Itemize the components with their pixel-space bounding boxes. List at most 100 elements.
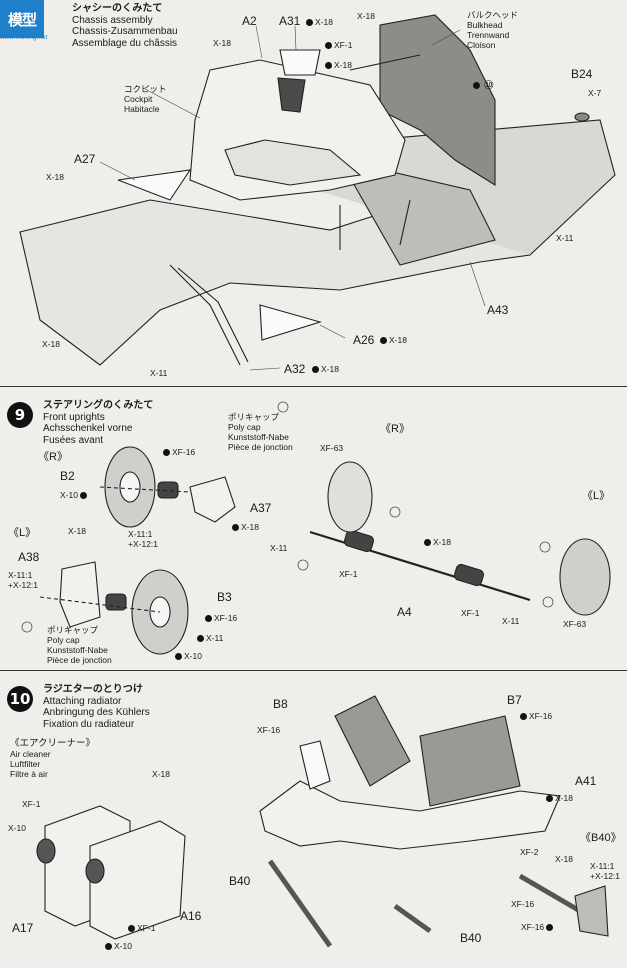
label-r-right: 《R》 (380, 423, 410, 435)
part-label-a43: A43 (487, 303, 509, 317)
part-label-a31: A31 (279, 14, 301, 28)
part-label-b24: B24 (571, 67, 593, 81)
screw-xf16-r: XF-16 (163, 447, 195, 457)
screw-dot-icon (424, 538, 431, 546)
screw-xf2: XF-2 (520, 847, 539, 857)
screw-x18-a26: X-18 (380, 335, 407, 345)
screw-xf1-top: XF-1 (325, 40, 352, 50)
step-8-section: シャシーのくみたて Chassis assembly Chassis-Zusam… (0, 0, 627, 386)
step-9-section: 9 ステアリングのくみたて Front uprights Achsschenke… (0, 386, 627, 671)
step-9-title: ステアリングのくみたて Front uprights Achsschenkel … (43, 400, 154, 446)
screw-dot-icon (325, 41, 332, 49)
step-9-number: 9 (7, 402, 33, 428)
ref-step-10: ⑩ (473, 78, 494, 92)
part-label-b40-bottom: B40 (460, 931, 482, 945)
part-label-a38: A38 (18, 550, 40, 564)
screw-x18-a2: X-18 (213, 38, 231, 48)
part-label-a4: A4 (397, 605, 412, 619)
screw-x10-r: X-10 (60, 490, 87, 500)
polycap-label-r: ポリキャップ Poly cap Kunststoff-Nabe Pièce de… (228, 412, 293, 452)
label-l-left: 《L》 (8, 527, 37, 539)
screw-xf1-a17: XF-1 (22, 799, 41, 809)
bulkhead-label: バルクヘッド Bulkhead Trennwand Cloison (467, 10, 519, 50)
step-10-section: 10 ラジエターのとりつけ Attaching radiator Anbring… (0, 670, 627, 968)
screw-dot-icon (473, 82, 480, 89)
label-l-right: 《L》 (582, 490, 611, 502)
screw-x18-top: X-18 (357, 11, 375, 21)
part-label-a17: A17 (12, 921, 34, 935)
step-8-title: シャシーのくみたて Chassis assembly Chassis-Zusam… (72, 3, 178, 49)
screw-xf63-r: XF-63 (320, 443, 344, 453)
screw-dot-icon (163, 448, 170, 456)
screw-mix-b40: X-11:1 +X-12:1 (590, 861, 621, 881)
screw-x11-right: X-11 (556, 233, 574, 243)
part-label-b40-detail: 《B40》 (580, 832, 622, 844)
part-label-a37: A37 (250, 501, 272, 515)
screw-xf16-b8: XF-16 (257, 725, 281, 735)
screw-xf16-b40b: XF-16 (521, 922, 554, 932)
screw-dot-icon (205, 614, 212, 622)
screw-x10-l: X-10 (175, 651, 202, 661)
part-label-b7: B7 (507, 693, 522, 707)
front-uprights-drawing (21, 401, 611, 655)
part-label-a2: A2 (242, 14, 257, 28)
part-label-a41: A41 (575, 774, 597, 788)
part-label-b8: B8 (273, 697, 288, 711)
screw-x18-a32: X-18 (312, 364, 339, 374)
watermark-logo: 模型 www.moxing.net (0, 0, 48, 41)
screw-dot-icon (312, 365, 319, 373)
screw-x18-b40: X-18 (555, 854, 573, 864)
part-label-b2: B2 (60, 469, 75, 483)
chassis-drawing (19, 14, 616, 371)
screw-xf1-center: XF-1 (339, 569, 358, 579)
polycap-label-l: ポリキャップ Poly cap Kunststoff-Nabe Pièce de… (47, 625, 112, 665)
screw-x18-mid: X-18 (325, 60, 352, 70)
screw-dot-icon (128, 924, 135, 932)
screw-x11-l: X-11 (197, 633, 223, 643)
screw-dot-icon (232, 523, 239, 531)
air-cleaner-label: 《エアクリーナー》 Air cleaner Luftfilter Filtre … (10, 738, 96, 780)
screw-mix-l: X-11:1 +X-12:1 (8, 570, 39, 590)
radiator-drawing (36, 695, 609, 948)
part-label-a26: A26 (353, 333, 375, 347)
step-10-number: 10 (7, 686, 33, 712)
screw-xf16-l: XF-16 (205, 613, 237, 623)
screw-x18-a27: X-18 (46, 172, 64, 182)
screw-x10-a17: X-10 (8, 823, 26, 833)
screw-x11-right: X-11 (502, 616, 520, 626)
screw-dot-icon (380, 336, 387, 344)
step-8-title-fr: Assemblage du châssis (72, 37, 178, 49)
screw-x7: X-7 (588, 88, 602, 98)
screw-dot-icon (520, 712, 527, 720)
screw-x10-a16: X-10 (105, 941, 132, 951)
screw-x18-a38: X-18 (68, 526, 86, 536)
screw-x18-left: X-18 (42, 339, 60, 349)
screw-x18-a31: X-18 (306, 17, 333, 27)
step-8-title-jp: シャシーのくみたて (72, 3, 163, 14)
cockpit-label: コクピット Cockpit Habitacle (124, 84, 167, 114)
screw-x18-a16: X-18 (152, 769, 170, 779)
step-10-title: ラジエターのとりつけ Attaching radiator Anbringung… (43, 684, 150, 730)
screw-xf16-b7: XF-16 (520, 711, 552, 721)
screw-x18-a41: X-18 (546, 793, 573, 803)
part-label-b40-left: B40 (229, 874, 251, 888)
part-label-a16: A16 (180, 909, 202, 923)
screw-dot-icon (197, 634, 204, 642)
screw-dot-icon (546, 923, 554, 931)
label-r-left: 《R》 (38, 451, 68, 463)
screw-dot-icon (105, 942, 112, 950)
screw-xf1-a16: XF-1 (128, 923, 155, 933)
screw-dot-icon (306, 18, 313, 26)
screw-dot-icon (325, 61, 332, 69)
part-label-a32: A32 (284, 362, 306, 376)
screw-xf63-l: XF-63 (563, 619, 587, 629)
screw-mix-r: X-11:1 +X-12:1 (128, 529, 159, 549)
screw-dot-icon (546, 794, 553, 802)
watermark-url: www.moxing.net (0, 34, 48, 41)
screw-xf1-right: XF-1 (461, 608, 480, 618)
screw-xf16-b40a: XF-16 (511, 899, 535, 909)
part-label-a27: A27 (74, 152, 96, 166)
part-label-b3: B3 (217, 590, 232, 604)
step-8-title-de: Chassis-Zusammenbau (72, 26, 178, 37)
screw-dot-icon (175, 652, 182, 660)
